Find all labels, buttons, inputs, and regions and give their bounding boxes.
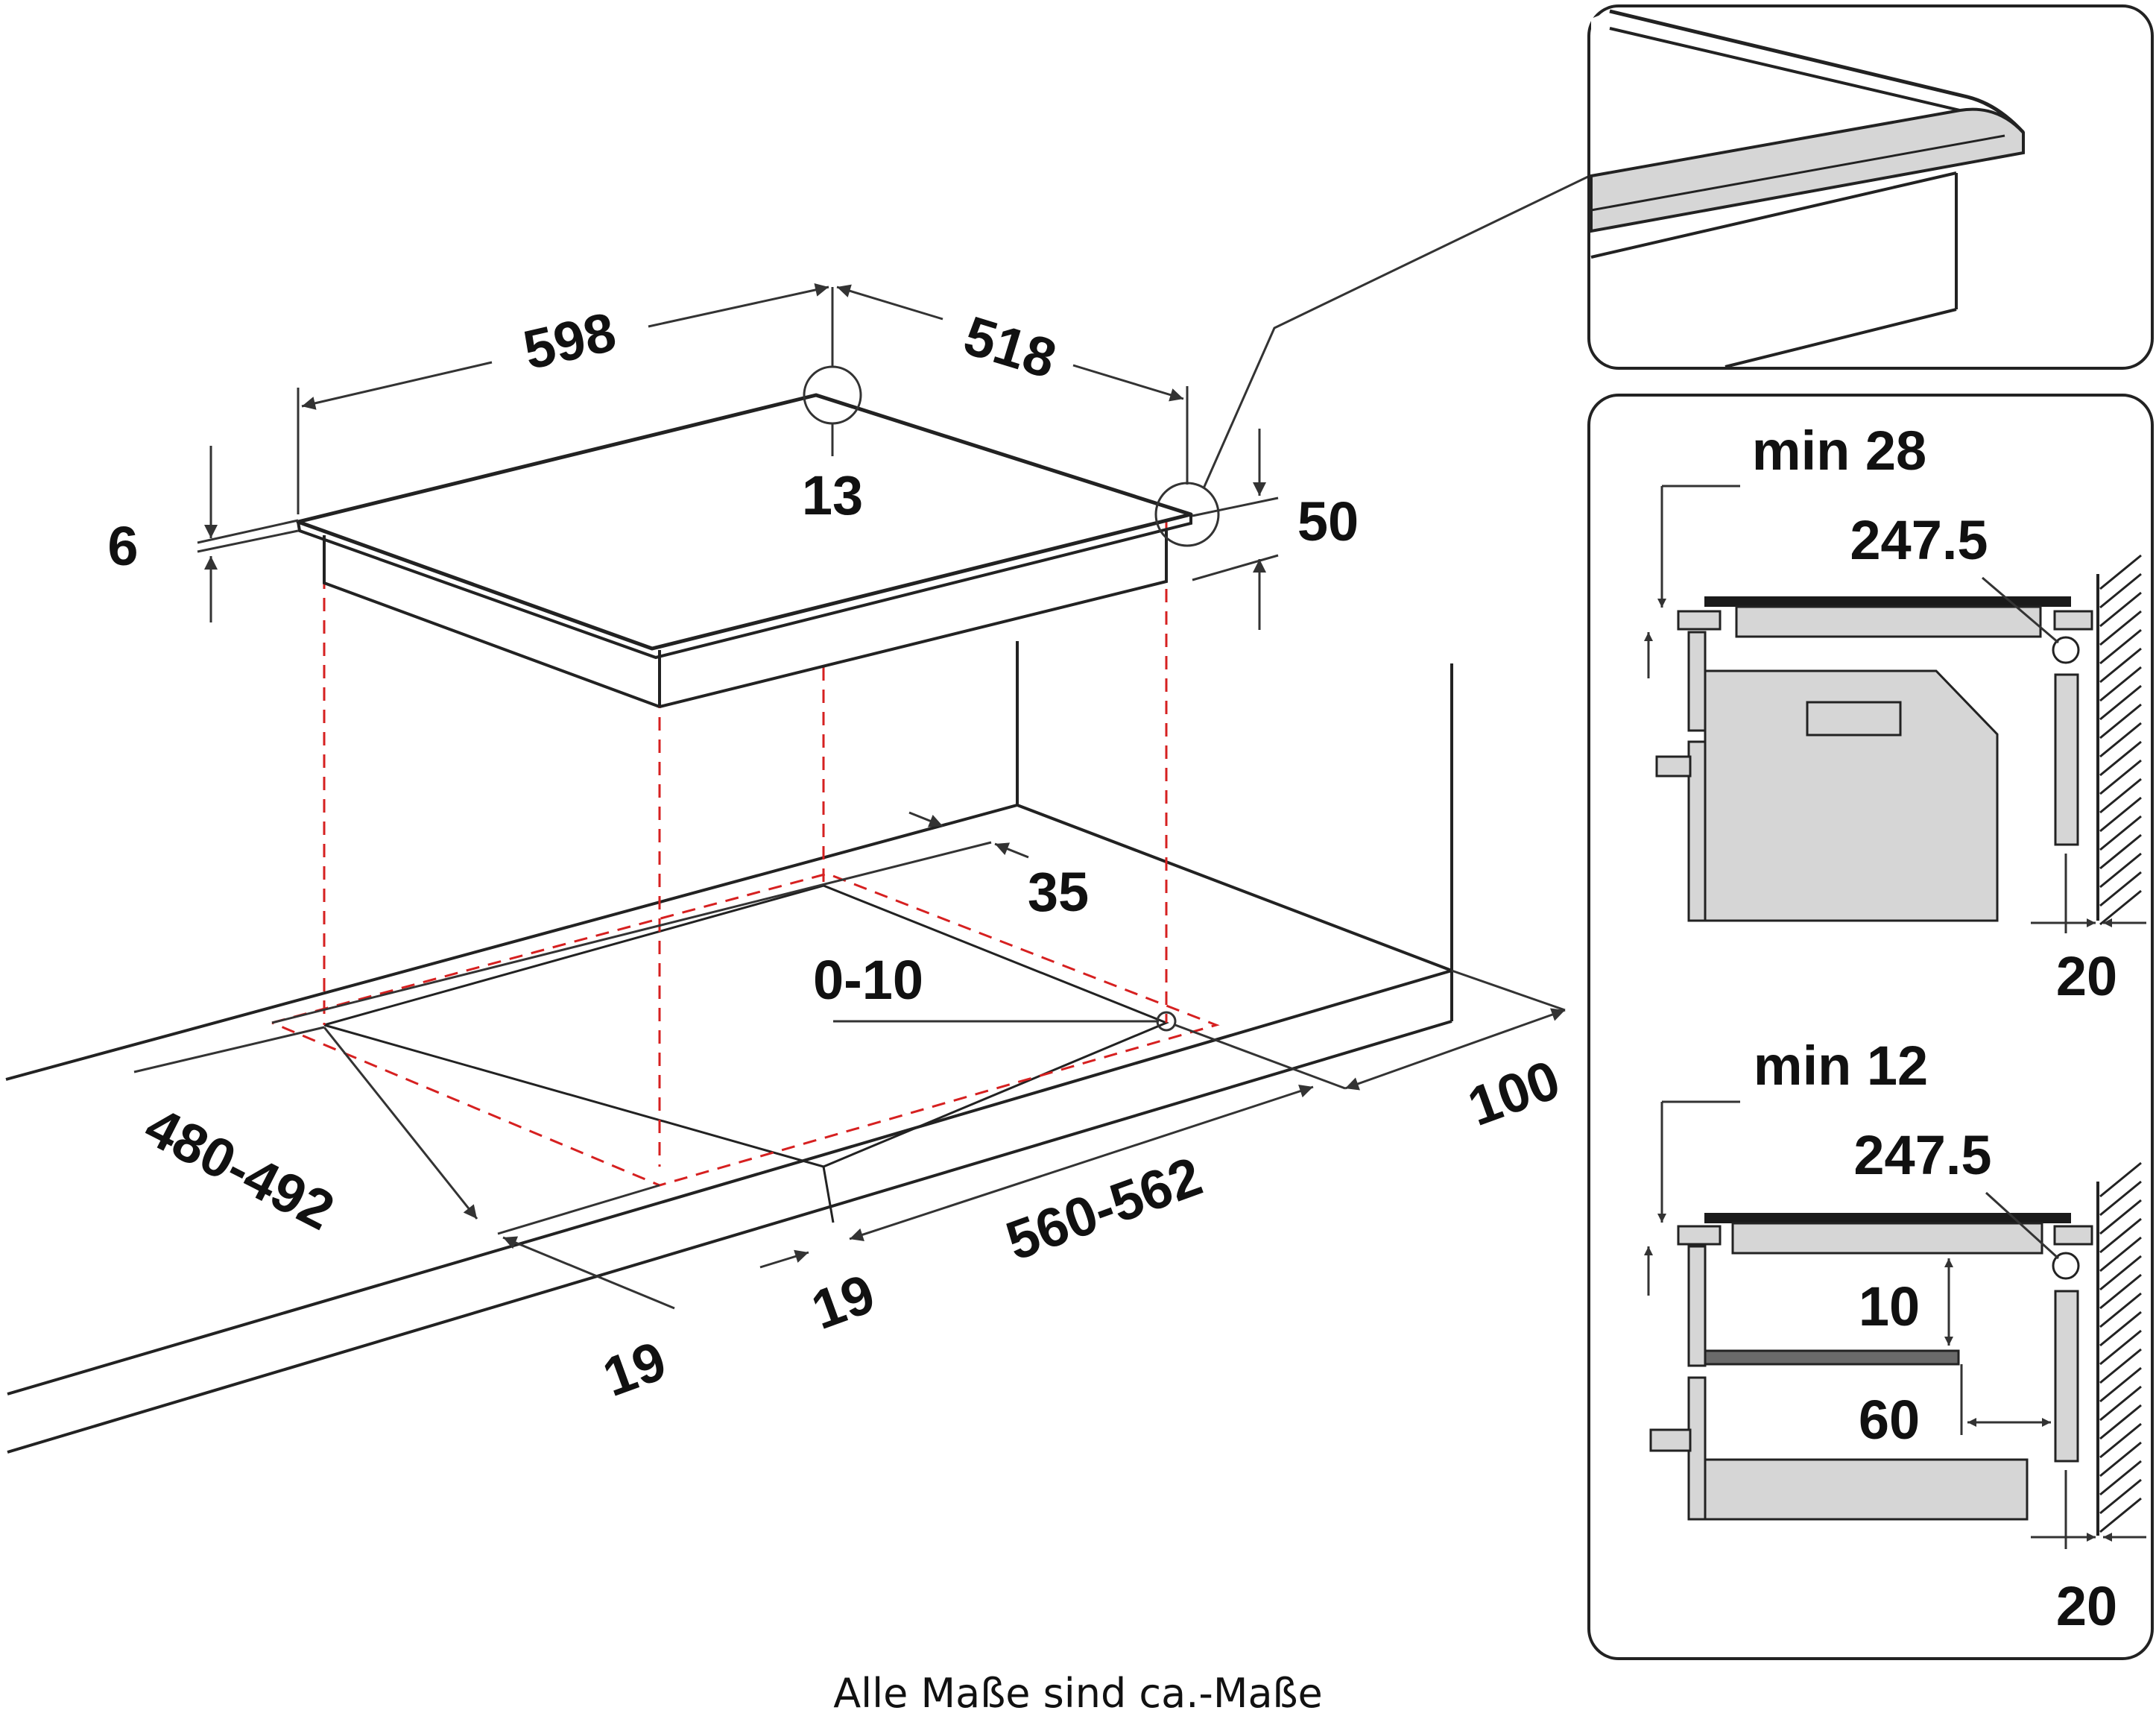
install-top-min-label: min 28 [1752,420,1926,482]
dim-cutout-width: 560-562 [998,1145,1210,1273]
install-top-section [1644,485,2146,933]
install-bottom-wall-gap: 20 [2056,1575,2117,1637]
cutout-opening [323,884,1169,1223]
install-bottom-value: 247.5 [1853,1124,1991,1186]
install-top-value: 247.5 [1850,509,1988,571]
dim-cutout-depth: 480-492 [136,1095,344,1242]
dim-width: 598 [518,300,622,382]
install-bottom-min-label: min 12 [1754,1035,1928,1097]
install-top-wall-gap: 20 [2056,945,2117,1007]
countertop [5,641,1453,1454]
install-bottom-shelf-gap: 10 [1859,1275,1920,1337]
hob [296,393,1193,708]
dim-wall-distance: 100 [1460,1048,1567,1138]
install-bottom-shelf-depth: 60 [1859,1389,1920,1451]
footer-caption: Alle Maße sind ca.-Maße [833,1670,1323,1717]
edge-detail-panel [1587,4,2154,370]
detail-leader-line [1202,174,1592,489]
dim-connection-offset: 0-10 [813,949,923,1011]
dim-glass-thickness: 6 [107,515,138,577]
dim-total-height: 50 [1297,491,1359,552]
install-bottom-section [1644,1100,2146,1549]
dim-edge-front: 19 [595,1329,674,1408]
projection-lines [271,522,1220,1187]
dim-front-clearance: 35 [1028,861,1089,923]
dim-edge-right: 19 [803,1262,882,1341]
dim-corner-radius: 13 [802,464,863,526]
dimension-lines [133,283,1566,1310]
dim-depth: 518 [957,304,1063,390]
